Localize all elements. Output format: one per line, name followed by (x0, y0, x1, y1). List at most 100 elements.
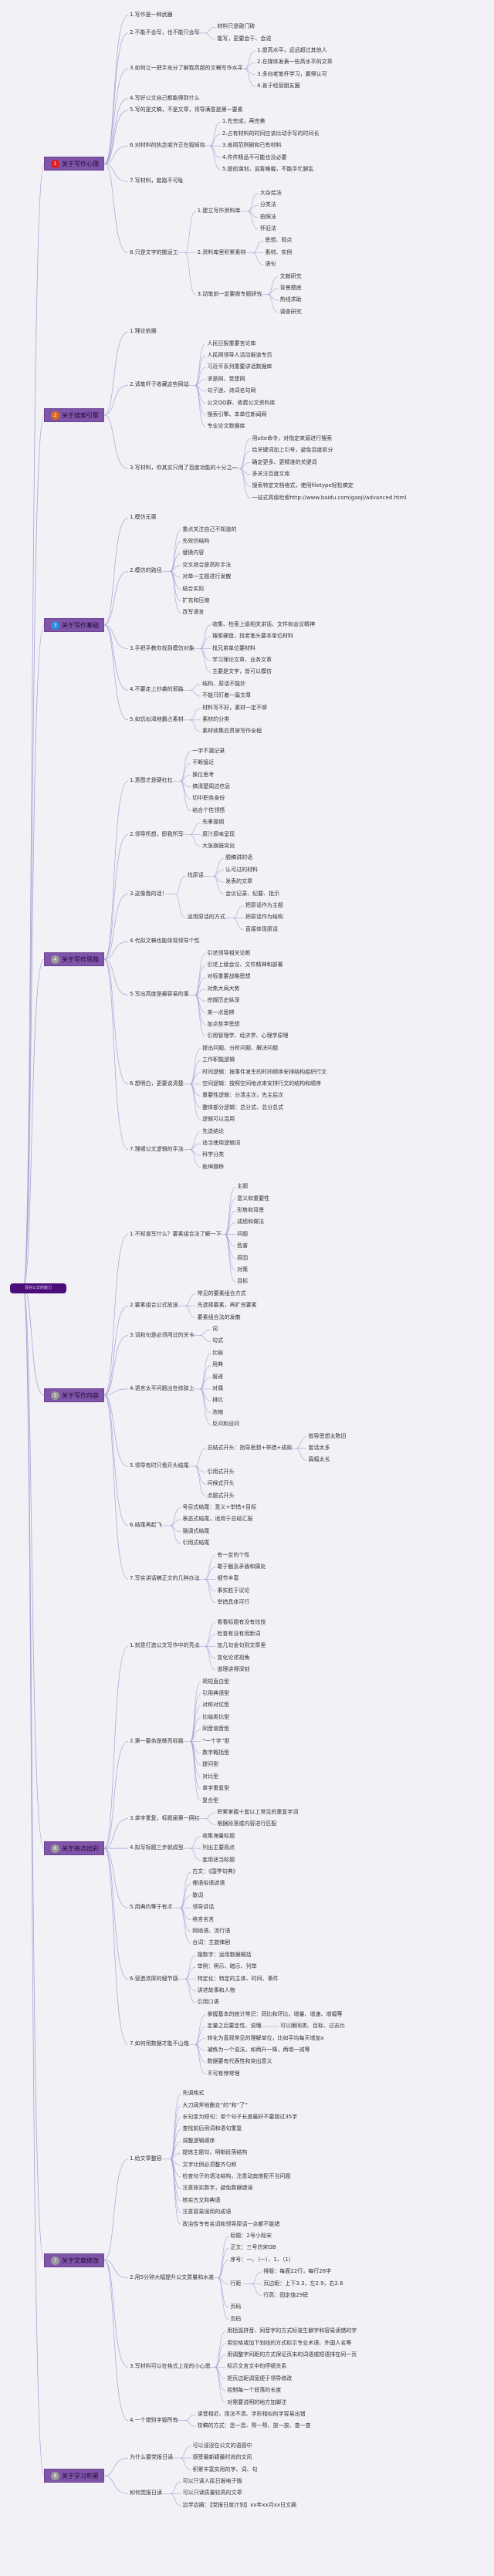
leaf-node[interactable]: 专业论文数据库 (207, 423, 245, 430)
leaf-node[interactable]: 把原话作为结构 (245, 914, 283, 921)
branch-node[interactable]: 1.意图才是硬杠杠 (130, 777, 173, 784)
root-node[interactable]: 写好公文的能力 (10, 1283, 66, 1293)
leaf-node[interactable]: 分类法 (259, 201, 276, 208)
leaf-node[interactable]: 5.提前谋划，运筹帷幄，不能手忙脚乱 (222, 165, 314, 172)
leaf-node[interactable]: 原因 (237, 1254, 249, 1261)
leaf-node[interactable]: 能写，更要会干、会说 (217, 35, 272, 42)
leaf-node[interactable]: 引用式结尾 (182, 1540, 210, 1547)
leaf-node[interactable]: 标题：2号小标宋 (230, 2232, 272, 2239)
leaf-node[interactable]: 搞清楚周边信息 (192, 783, 231, 789)
leaf-node[interactable]: 数据要有代表性和突出意义 (207, 2058, 272, 2065)
leaf-node[interactable]: 感受最新颖最时尚的文风 (192, 2454, 252, 2461)
leaf-node[interactable]: 提问型 (202, 1761, 219, 1768)
leaf-node[interactable]: 用空格或加下划线的方式标示专业术语、外国人名等 (227, 2339, 352, 2346)
leaf-node[interactable]: 检查有没有用新词 (217, 1630, 261, 1637)
leaf-node[interactable]: 号召式结尾：意义+举措+目标 (182, 1503, 257, 1510)
leaf-node[interactable]: 加几句金句到文章里 (217, 1642, 266, 1649)
leaf-node[interactable]: 重要性逻辑：分清主次，先主后次 (202, 1092, 284, 1099)
leaf-node[interactable]: 把页边距调宽便于领导修改 (227, 2375, 293, 2382)
leaf-node[interactable]: 歌词 (192, 1891, 204, 1898)
branch-node[interactable]: 2.领导所想，即我所写 (130, 830, 184, 837)
leaf-node[interactable]: 材料只是敲门砖 (217, 23, 255, 30)
leaf-node[interactable]: 对比型 (202, 1773, 219, 1780)
leaf-node[interactable]: 对单一主题进行发散 (182, 573, 232, 580)
leaf-node[interactable]: 控制每一个段落的长度 (227, 2387, 282, 2394)
leaf-node[interactable]: 掌握基本的统计常识：同比和环比，增量、增速、增幅等 (207, 2010, 343, 2017)
leaf-node[interactable]: 问候式开头 (207, 1480, 235, 1487)
leaf-node[interactable]: 主题 (237, 1183, 249, 1190)
leaf-node[interactable]: 换位思考 (192, 771, 215, 778)
leaf-node[interactable]: “一个字”型 (202, 1737, 230, 1744)
leaf-node[interactable]: 结合个性领悟 (192, 806, 225, 813)
leaf-node[interactable]: 文字比例必须整齐匀称 (182, 2161, 237, 2168)
leaf-node[interactable]: 素材的分类 (202, 715, 230, 722)
leaf-node[interactable]: 逻辑可以混用 (202, 1116, 235, 1123)
leaf-node[interactable]: 表态式结尾，适用于总结汇报 (182, 1516, 253, 1523)
leaf-node[interactable]: 先选择要素，再扩充要素 (197, 1302, 257, 1309)
leaf-node[interactable]: 指导思想太陈旧 (308, 1432, 347, 1439)
leaf-node[interactable]: 大张旗鼓突出 (202, 842, 235, 849)
leaf-node[interactable]: 语句 (265, 261, 276, 268)
branch-node[interactable]: 7.写实讲话稿正文的几种办法 (130, 1575, 200, 1582)
leaf-node[interactable]: 2.资料库里积累素材 (197, 248, 246, 255)
leaf-node[interactable]: 找原话 (187, 872, 204, 879)
leaf-node[interactable]: 挖掘历史纵深 (207, 997, 240, 1004)
leaf-node[interactable]: 收集海量标题 (202, 1832, 235, 1839)
leaf-node[interactable]: 反问和设问 (211, 1421, 239, 1428)
leaf-node[interactable]: 材料写不好，素材一定不够 (202, 704, 268, 711)
leaf-node[interactable]: 句式 (211, 1337, 223, 1344)
leaf-node[interactable]: 怀旧法 (259, 225, 276, 232)
leaf-node[interactable]: 问题 (237, 1230, 249, 1237)
leaf-node[interactable]: 公文QQ群、收费公文资料库 (207, 399, 276, 406)
leaf-node[interactable]: 数字概括型 (202, 1749, 230, 1756)
leaf-node[interactable]: 3.动笔前一定要做专题研究 (197, 290, 262, 297)
branch-node[interactable]: 4.一个错别字毁所有 (130, 2416, 178, 2423)
leaf-node[interactable]: 领导讲话 (192, 1904, 215, 1911)
leaf-node[interactable]: 套话太多 (308, 1444, 330, 1451)
leaf-node[interactable]: 改写语言 (182, 609, 205, 616)
leaf-node[interactable]: 行距 (230, 2280, 242, 2287)
leaf-node[interactable]: 提出问题、分析问题、解决问题 (202, 1044, 279, 1051)
leaf-node[interactable]: 根据段落或内容进行匹配 (217, 1820, 277, 1827)
leaf-node[interactable]: 校稿的方式：念一念、帮一帮、放一放、查一查 (197, 2422, 311, 2429)
leaf-node[interactable]: 页边距：上下3.3，左2.9，右2.6 (263, 2280, 343, 2287)
leaf-node[interactable]: 引用典语型 (202, 1689, 230, 1696)
leaf-node[interactable]: 形势和背景 (237, 1206, 265, 1213)
leaf-node[interactable]: 浓缩 (211, 1408, 223, 1415)
leaf-node[interactable]: 可以浸淫在公文的语感中 (192, 2442, 252, 2449)
leaf-node[interactable]: 道理讲得深刻 (217, 1666, 250, 1673)
branch-node[interactable]: 2.不能不会写，也不能只会写 (130, 29, 200, 35)
leaf-node[interactable]: 可以跟同类、目标、过去比 (279, 2023, 345, 2030)
branch-node[interactable]: 3.词和句是必须闯过的关卡 (130, 1331, 195, 1338)
leaf-node[interactable]: 多关注百度文库 (252, 470, 290, 477)
leaf-node[interactable]: 俚语俗语谚语 (192, 1880, 225, 1887)
branch-node[interactable]: 4.代拟文稿也能体现领导个性 (130, 938, 200, 945)
leaf-node[interactable]: 发表的文章 (225, 878, 253, 885)
leaf-node[interactable]: 时间逻辑：按事件发生的时间顺序安排结构组织行文 (202, 1068, 327, 1075)
leaf-node[interactable]: 确定更多、更精准的关键词 (252, 458, 317, 465)
leaf-node[interactable]: 简短直白型 (202, 1678, 230, 1685)
branch-node[interactable]: 3.单字重复，标题届第一网红 (130, 1814, 200, 1821)
leaf-node[interactable]: 人民日报重要言论库 (207, 340, 256, 347)
leaf-node[interactable]: 点题式开头 (207, 1492, 235, 1499)
leaf-node[interactable]: 常见的要素组合方式 (197, 1290, 246, 1296)
branch-node[interactable]: 5.领导有时只看开头结尾 (130, 1462, 189, 1469)
leaf-node[interactable]: 认可过的材料 (225, 866, 259, 873)
leaf-node[interactable]: 引述上级会议、文件精神和部署 (207, 961, 283, 968)
leaf-node[interactable]: 同音谐音型 (202, 1726, 230, 1733)
branch-node[interactable]: 5.写出高度是最容易的事 (130, 991, 189, 998)
leaf-node[interactable]: 直接体现原话 (245, 925, 278, 932)
leaf-node[interactable]: 2.在媒体发表一些高水平的文章 (256, 59, 333, 66)
leaf-node[interactable]: 切中职务身份 (192, 795, 225, 802)
leaf-node[interactable]: 危害 (237, 1242, 249, 1249)
leaf-node[interactable]: 页码 (230, 2304, 242, 2311)
branch-node[interactable]: 3.如何让一把手充分了解我高超的文稿写作水平 (130, 65, 243, 71)
leaf-node[interactable]: 层递 (211, 1373, 223, 1380)
leaf-node[interactable]: 不断接近 (192, 759, 215, 766)
leaf-node[interactable]: 定量之后要定性、说理 (207, 2023, 262, 2030)
leaf-node[interactable]: 空间逻辑：按照空间地点来安排行文的结构和顺序 (202, 1080, 322, 1087)
